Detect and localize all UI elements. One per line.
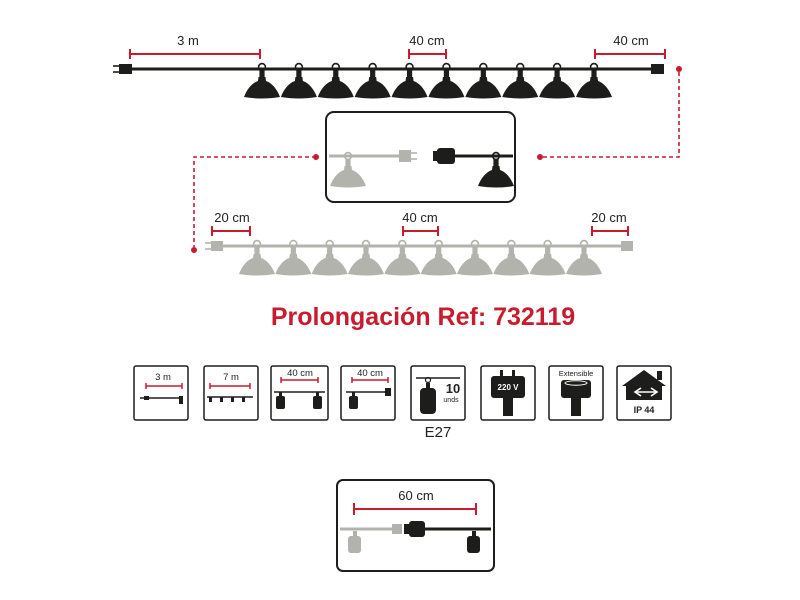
product-title: Prolongación Ref: 732119 [271, 303, 575, 331]
bulb-count-unit: unds [443, 397, 459, 404]
connection-length-box: 60 cm [336, 479, 495, 572]
joint-socket-shape [409, 521, 425, 537]
bottom-lead-measure: 20 cm [211, 210, 251, 236]
top-spacing-label: 40 cm [409, 33, 444, 48]
bottom-string-plug [205, 241, 223, 251]
bulb-count-value: 10 [446, 381, 460, 396]
dark-socket-icon [437, 148, 455, 164]
top-string-socket [651, 64, 664, 74]
string-length-icon: 7 m [203, 365, 259, 421]
connector-dashes [191, 66, 682, 253]
bulb-socket-type: E27 [425, 424, 452, 441]
bulb-count-icon: 10 unds E27 [410, 365, 466, 441]
lead-length-icon: 40 cm [340, 365, 396, 421]
grey-plug-icon [399, 150, 411, 162]
extensible-label: Extensible [559, 369, 594, 378]
connection-detail-box [325, 111, 516, 203]
cable-length-icon: 3 m [133, 365, 189, 421]
bulb-spacing-label: 40 cm [287, 368, 313, 379]
string-length-label: 7 m [223, 372, 239, 383]
top-lead-measure: 3 m [129, 33, 261, 59]
bulb-spacing-icon: 40 cm [270, 365, 329, 421]
bottom-spacing-label: 40 cm [402, 210, 437, 225]
top-spacing-measure: 40 cm [408, 33, 447, 59]
top-string-plug [113, 64, 132, 74]
bottom-lead-label: 20 cm [214, 210, 249, 225]
bottom-light-string: 20 cm 40 cm 20 cm [205, 210, 633, 277]
grey-bulb-shape [348, 536, 361, 553]
extensible-icon: Extensible [548, 365, 604, 421]
top-lead-label: 3 m [177, 33, 199, 48]
plug-voltage-icon: 220 V [480, 365, 536, 421]
plug-voltage-label: 220 V [498, 383, 520, 392]
bottom-spacing-measure: 40 cm [402, 210, 439, 236]
lead-length-label: 40 cm [357, 368, 383, 379]
ip44-house-icon: IP 44 [616, 365, 672, 421]
top-tail-measure: 40 cm [594, 33, 666, 59]
bottom-tail-measure: 20 cm [591, 210, 629, 236]
top-light-string: 3 m 40 cm 40 cm [113, 33, 666, 100]
feature-icons: 3 m 7 m 40 cm [133, 365, 672, 441]
cable-length-label: 3 m [155, 372, 171, 383]
bottom-string-socket [621, 241, 633, 251]
top-tail-label: 40 cm [613, 33, 648, 48]
ip-rating-label: IP 44 [634, 405, 655, 415]
bottom-tail-label: 20 cm [591, 210, 626, 225]
connection-length-label: 60 cm [398, 488, 433, 503]
dark-bulb-shape [467, 536, 480, 553]
